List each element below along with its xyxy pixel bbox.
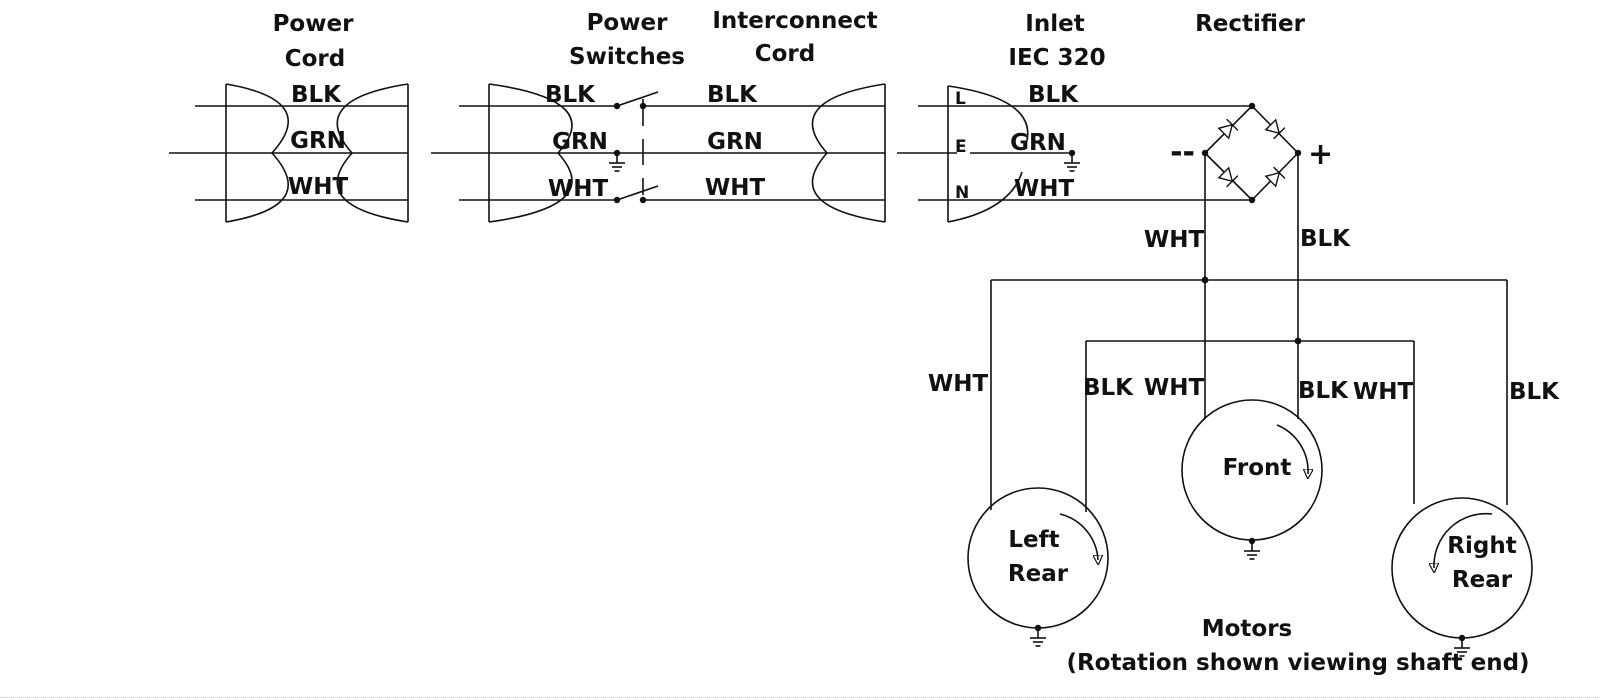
wire-label-wht: WHT (928, 371, 989, 397)
wire-label-wht: WHT (1144, 227, 1205, 253)
bottom-divider (0, 697, 1600, 698)
inlet-title-2: IEC 320 (1008, 45, 1105, 71)
inlet-iec320: Inlet IEC 320 L E N BLK GRN WHT (897, 11, 1252, 223)
wire-label-grn: GRN (707, 129, 763, 155)
wire-label-wht: WHT (288, 174, 349, 200)
power-switches-title-2: Switches (569, 44, 685, 70)
wire-label-blk: BLK (707, 82, 758, 108)
diode-symbol-icon (1264, 166, 1286, 188)
power-cord: Power Cord BLK GRN WHT (169, 11, 409, 223)
wire-label-wht: WHT (1014, 176, 1075, 202)
interconnect-title-2: Cord (755, 41, 816, 67)
ground-symbol-icon (1453, 634, 1471, 657)
plug-connector-right (811, 83, 886, 223)
wire-label-blk: BLK (1300, 226, 1351, 252)
diode-symbol-icon (1217, 166, 1239, 188)
wire-label-wht: WHT (1144, 375, 1205, 401)
interconnect-title-1: Interconnect (712, 8, 877, 34)
power-switches-title-1: Power (587, 10, 669, 36)
diode-symbol-icon (1217, 118, 1239, 140)
wire-label-grn: GRN (290, 128, 346, 154)
bridge-diamond (1201, 102, 1302, 204)
diode-symbol-icon (1264, 118, 1286, 140)
pin-label-e: E (955, 137, 967, 157)
motor-name-1: Right (1447, 533, 1516, 559)
ground-symbol-icon (1243, 537, 1261, 560)
power-cord-title-2: Cord (285, 46, 346, 72)
ground-symbol-icon (608, 149, 626, 172)
motor-right-rear: Right Rear WHT BLK (1353, 379, 1560, 657)
pin-label-l: L (955, 89, 966, 109)
motor-front: Front WHT BLK (1144, 375, 1349, 560)
motors-caption-note: (Rotation shown viewing shaft end) (1066, 650, 1529, 676)
wire-label-blk: BLK (1028, 82, 1079, 108)
negative-terminal-label: -- (1170, 135, 1195, 170)
power-cord-title-1: Power (273, 11, 355, 37)
motor-name-2: Rear (1452, 567, 1513, 593)
wire-label-blk: BLK (1509, 379, 1560, 405)
rotation-arrow-icon (1434, 512, 1493, 568)
wire-label-blk: BLK (1083, 375, 1134, 401)
power-switches: Power Switches BLK GRN W (431, 10, 885, 223)
motor-name-2: Rear (1008, 561, 1069, 587)
wire-label-wht: WHT (1353, 379, 1414, 405)
positive-terminal-label: + (1308, 137, 1333, 172)
ground-symbol-icon (1063, 149, 1081, 172)
rectifier-title: Rectifier (1195, 11, 1305, 37)
wire-label-blk: BLK (545, 82, 596, 108)
inlet-title-1: Inlet (1025, 11, 1084, 37)
wire-label-grn: GRN (1010, 130, 1066, 156)
motors-caption: Motors (1202, 616, 1293, 642)
rotation-arrow-icon (1276, 424, 1308, 474)
pin-label-n: N (955, 183, 969, 203)
motor-left-rear: Left Rear WHT BLK (928, 371, 1134, 647)
motor-name-1: Front (1223, 455, 1292, 481)
wire-label-grn: GRN (552, 129, 608, 155)
rectifier: Rectifier -- + WH (1144, 11, 1351, 253)
rotation-arrow-icon (1059, 513, 1098, 560)
wire-label-wht: WHT (548, 176, 609, 202)
wire-label-blk: BLK (291, 82, 342, 108)
interconnect-cord: Interconnect Cord BLK GRN WHT (643, 8, 886, 223)
motor-name-1: Left (1008, 527, 1059, 553)
switch-symbol-icon-wht (613, 185, 659, 204)
wire-label-blk: BLK (1298, 378, 1349, 404)
dc-bus (990, 153, 1508, 512)
wire-label-wht: WHT (705, 175, 766, 201)
ground-symbol-icon (1029, 624, 1047, 647)
